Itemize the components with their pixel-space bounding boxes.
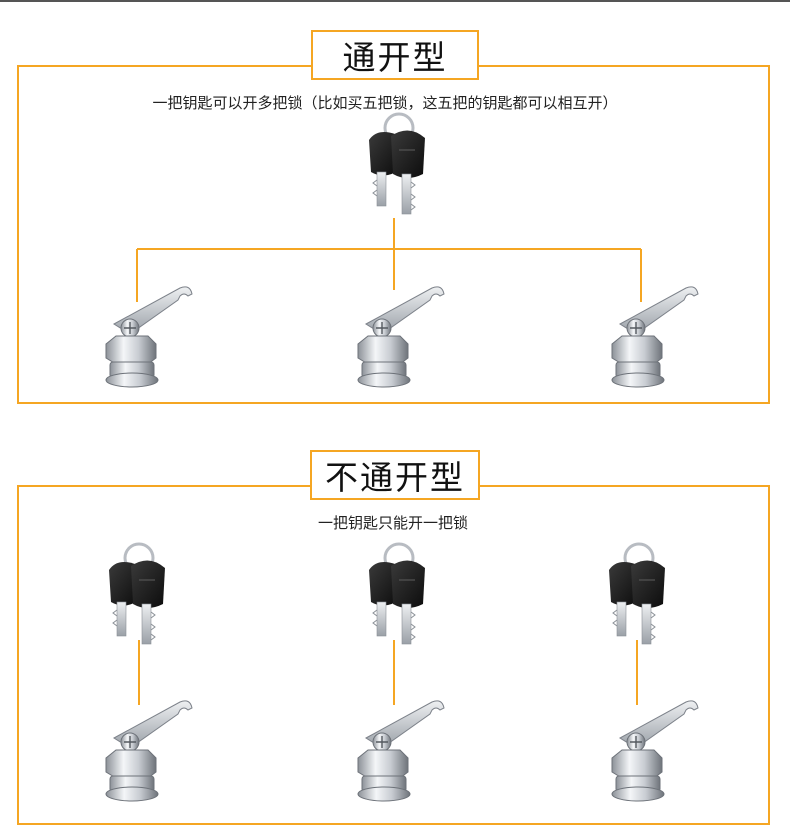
cam-lock-icon xyxy=(357,286,445,388)
cam-lock-icon xyxy=(105,700,193,802)
section-common-key-description: 一把钥匙可以开多把锁（比如买五把锁，这五把的钥匙都可以相互开） xyxy=(152,94,618,112)
key-to-lock-connectors xyxy=(138,640,638,705)
section-unique-key-description: 一把钥匙只能开一把锁 xyxy=(317,514,469,532)
key-pair-icon xyxy=(367,542,427,646)
cam-lock-icon xyxy=(357,700,445,802)
key-pair-icon xyxy=(367,112,427,216)
cam-lock-icon xyxy=(611,286,699,388)
section-common-key-title: 通开型 xyxy=(311,30,479,80)
section-unique-key-title: 不通开型 xyxy=(310,450,480,500)
key-to-locks-connector xyxy=(136,218,642,302)
key-pair-icon xyxy=(107,542,167,646)
top-divider xyxy=(0,0,790,2)
key-pair-icon xyxy=(607,542,667,646)
cam-lock-icon xyxy=(611,700,699,802)
cam-lock-icon xyxy=(105,286,193,388)
